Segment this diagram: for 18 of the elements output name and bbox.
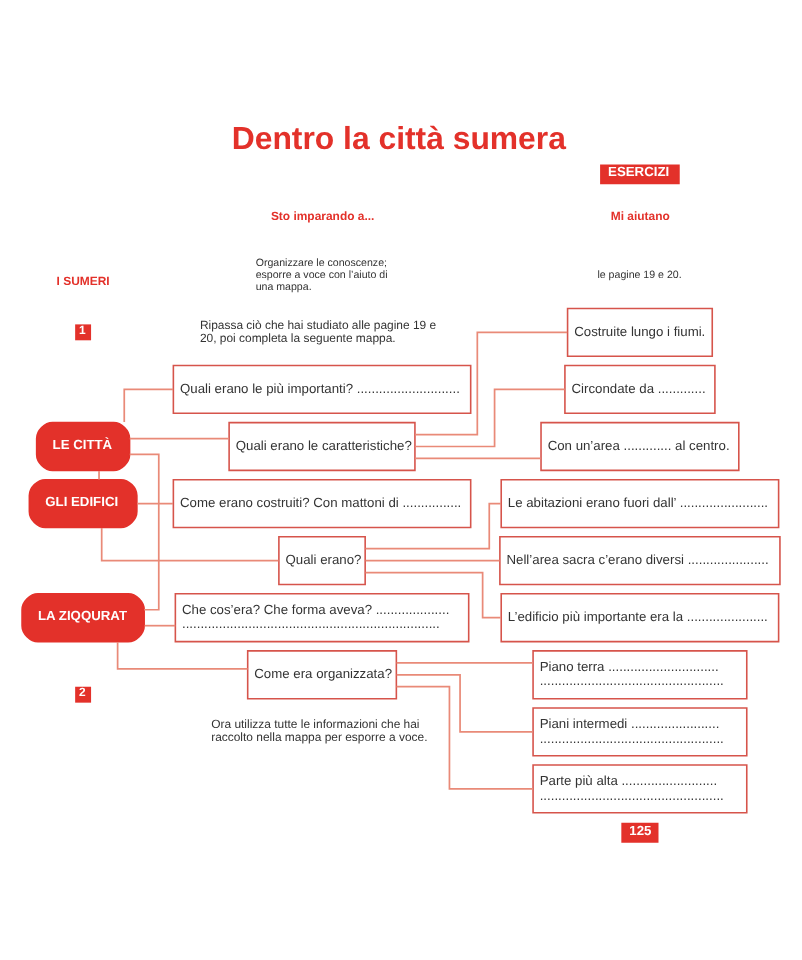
connector xyxy=(364,501,502,549)
connector xyxy=(364,570,502,618)
connector xyxy=(136,501,174,504)
connector xyxy=(395,684,534,789)
connector xyxy=(414,387,566,447)
connector xyxy=(123,387,174,422)
connector xyxy=(100,526,280,561)
connector xyxy=(128,436,230,439)
connector xyxy=(128,452,160,610)
connector xyxy=(395,660,534,663)
diagram-title: Dentro la città sumera xyxy=(231,121,566,156)
connector xyxy=(143,623,177,626)
connector xyxy=(414,330,569,435)
connector xyxy=(98,469,100,480)
connector xyxy=(116,640,249,669)
connector xyxy=(414,456,542,459)
connector xyxy=(395,672,534,732)
connector xyxy=(364,558,501,561)
